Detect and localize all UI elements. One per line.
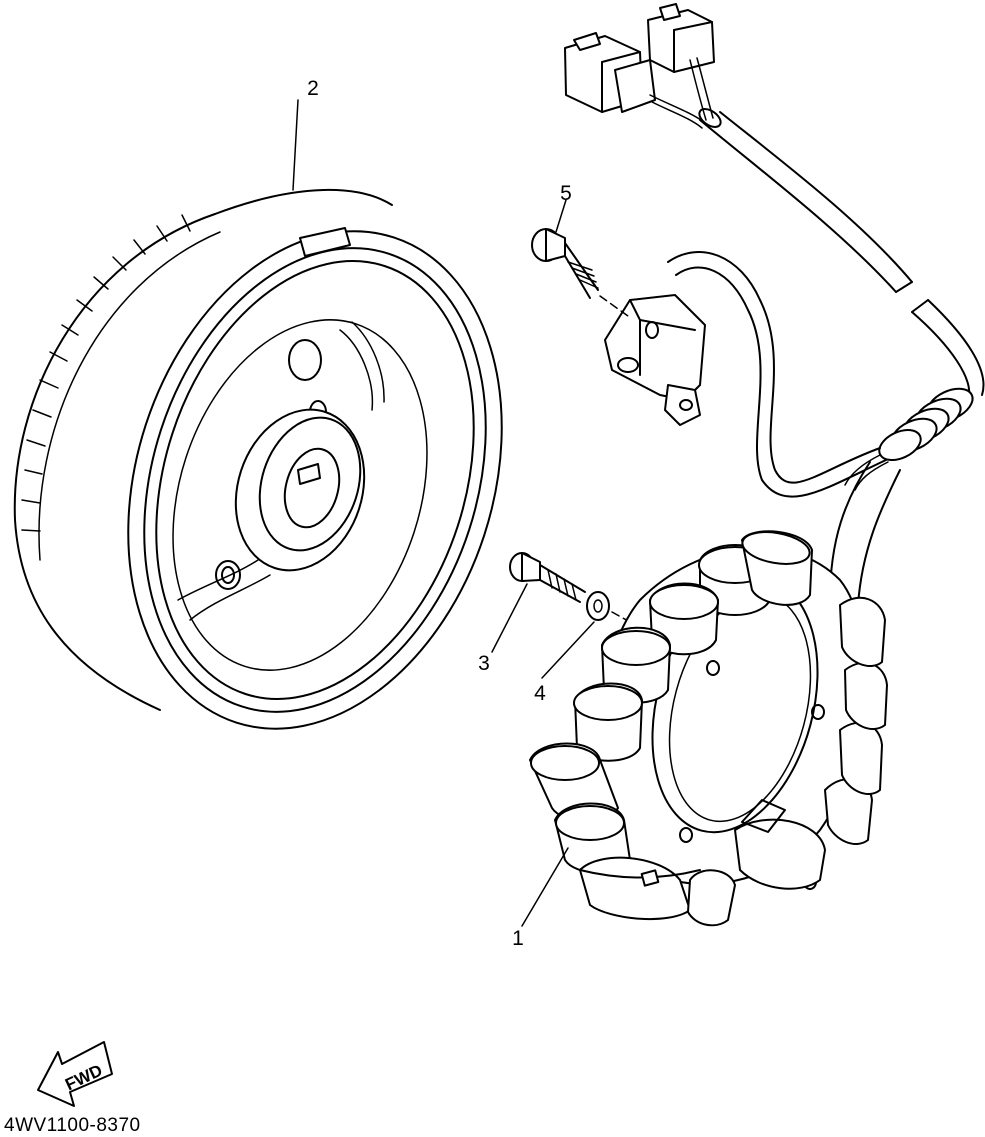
leader-lines [292,99,595,927]
connector-lower [564,32,656,113]
diagram-code: 4WV1100-8370 [4,1115,141,1136]
stator-coils [529,530,888,927]
wire-harness [564,3,985,606]
callout-2: 2 [307,77,319,100]
grommet [878,387,974,462]
pickup-coil [604,294,706,426]
washer [586,591,631,623]
callout-3: 3 [478,652,490,675]
stator-screw [509,552,586,603]
rim-knurl-marks [21,214,191,532]
stator-assembly [529,530,888,927]
pickup-screw [531,228,629,317]
fwd-direction-badge: FWD [37,1041,113,1107]
connector-upper [647,3,715,73]
callout-1: 1 [512,927,524,950]
callout-4: 4 [534,682,546,705]
callout-5: 5 [560,182,572,205]
flywheel-rotor [13,189,503,730]
